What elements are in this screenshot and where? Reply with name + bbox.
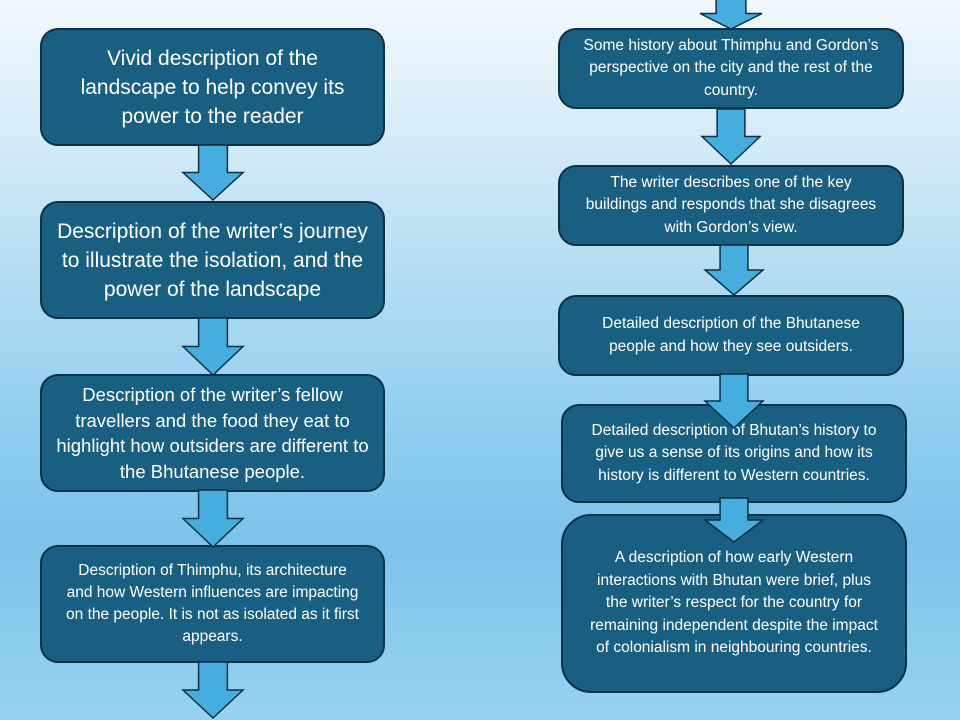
arrow-shape [181, 661, 245, 720]
down-arrow-icon [699, 0, 763, 30]
down-arrow-icon [181, 317, 245, 377]
flow-step-right-2: The writer describes one of the key buil… [558, 165, 904, 246]
flow-step-text: Vivid description of the landscape to he… [80, 46, 345, 128]
flow-step-text: Some history about Thimphu and Gordon’s … [583, 36, 879, 99]
arrow-shape [181, 317, 245, 377]
down-arrow-icon [702, 497, 766, 543]
arrow-shape [703, 373, 765, 430]
arrow-shape [702, 497, 766, 543]
down-arrow-icon [181, 489, 245, 549]
flow-step-right-1: Some history about Thimphu and Gordon’s … [558, 28, 904, 109]
flow-step-text: Description of Thimphu, its architecture… [66, 562, 359, 645]
down-arrow-icon [703, 373, 765, 430]
flow-step-left-2: Description of the writer’s journey to i… [40, 201, 385, 319]
arrow-shape [699, 0, 763, 30]
flow-step-text: Description of the writer’s journey to i… [57, 219, 368, 301]
down-arrow-icon [181, 144, 245, 202]
arrow-shape [700, 108, 762, 166]
flow-step-right-3: Detailed description of the Bhutanese pe… [558, 295, 904, 376]
flow-step-text: Detailed description of the Bhutanese pe… [602, 315, 860, 355]
arrow-shape [702, 244, 766, 296]
down-arrow-icon [700, 108, 762, 166]
flow-step-left-1: Vivid description of the landscape to he… [40, 28, 385, 146]
arrow-shape [181, 489, 245, 549]
flow-step-text: Detailed description of Bhutan’s history… [591, 421, 877, 484]
flow-step-text: A description of how early Western inter… [590, 549, 878, 657]
flow-step-left-4: Description of Thimphu, its architecture… [40, 545, 385, 663]
flow-step-left-3: Description of the writer’s fellow trave… [40, 374, 385, 492]
arrow-shape [181, 144, 245, 202]
flow-step-text: Description of the writer’s fellow trave… [56, 384, 369, 482]
down-arrow-icon [181, 661, 245, 720]
down-arrow-icon [702, 244, 766, 296]
flow-step-text: The writer describes one of the key buil… [585, 173, 877, 236]
